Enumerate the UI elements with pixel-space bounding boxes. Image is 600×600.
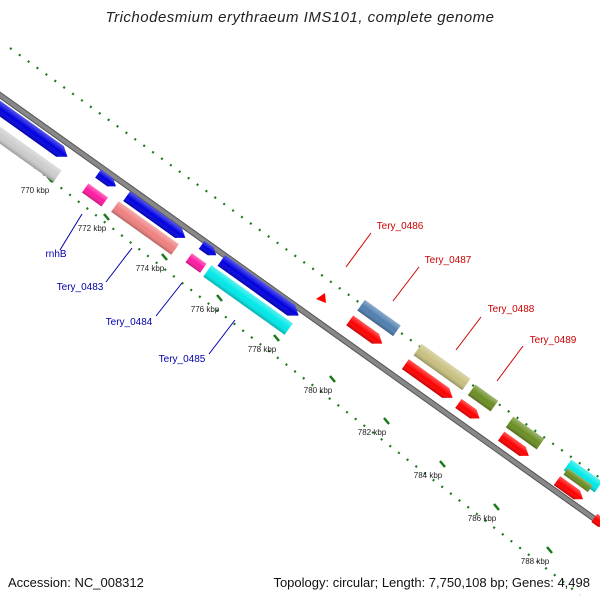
gene-bar-cyan bbox=[563, 459, 600, 493]
tick-label: 784 kbp bbox=[414, 471, 443, 480]
gene-arrow-red bbox=[455, 398, 480, 419]
gene-arrow-blue bbox=[123, 191, 186, 238]
tick-label: 780 kbp bbox=[304, 386, 333, 395]
gene-arrow-red bbox=[591, 513, 600, 527]
tick-mark bbox=[329, 375, 336, 383]
backbone-ring bbox=[0, 92, 600, 526]
genome-summary-text: Topology: circular; Length: 7,750,108 bp… bbox=[273, 575, 590, 590]
gene-arrow-red bbox=[346, 315, 383, 344]
tick-mark bbox=[383, 417, 390, 425]
leader-line bbox=[59, 213, 83, 251]
tick-label: 786 kbp bbox=[468, 514, 497, 523]
leader-line bbox=[208, 319, 236, 355]
gene-arrow-blue bbox=[95, 169, 116, 187]
feature-rings bbox=[0, 47, 600, 596]
gene-bar-olive bbox=[505, 416, 545, 450]
tick-label: 770 kbp bbox=[21, 186, 50, 195]
leader-line bbox=[455, 316, 482, 351]
gene-arrow-blue bbox=[198, 240, 217, 256]
leader-line bbox=[345, 232, 372, 268]
accession-text: Accession: NC_008312 bbox=[8, 575, 144, 590]
gene-bar-cyan bbox=[203, 265, 293, 335]
leader-line bbox=[496, 345, 524, 382]
leader-line bbox=[105, 247, 133, 283]
tick-label: 788 kbp bbox=[521, 557, 550, 566]
gene-bar-magenta bbox=[82, 183, 108, 207]
leader-line bbox=[155, 282, 183, 317]
gene-arrow-red bbox=[497, 431, 529, 456]
gene-bar-olive bbox=[467, 384, 499, 412]
tick-mark bbox=[439, 460, 446, 468]
gene-label[interactable]: Tery_0485 bbox=[159, 354, 206, 365]
gene-label[interactable]: Tery_0488 bbox=[488, 304, 535, 315]
gene-label[interactable]: Tery_0487 bbox=[425, 255, 472, 266]
inner-dotted-ring bbox=[0, 139, 581, 596]
outer-dotted-ring bbox=[9, 47, 600, 479]
gene-arrow-blue bbox=[0, 97, 68, 157]
gene-arrow-red bbox=[553, 476, 584, 500]
tick-label: 782 kbp bbox=[358, 428, 387, 437]
map-title: Trichodesmium erythraeum IMS101, complet… bbox=[106, 9, 495, 26]
gene-bar-steel bbox=[357, 299, 401, 337]
gene-arrow-red-small bbox=[316, 293, 326, 303]
tick-mark bbox=[103, 213, 110, 221]
gene-label[interactable]: Tery_0484 bbox=[106, 317, 153, 328]
gene-bar-grey bbox=[0, 124, 62, 182]
tick-mark bbox=[161, 253, 168, 261]
gene-label[interactable]: Tery_0489 bbox=[530, 335, 577, 346]
gene-arrow-red bbox=[401, 359, 453, 398]
gene-bar-magenta bbox=[185, 253, 207, 273]
leader-line bbox=[392, 266, 420, 302]
tick-marks: 770 kbp 772 kbp 774 kbp 776 kbp 778 kbp 780 k… bbox=[21, 175, 553, 566]
gene-bar-olive bbox=[563, 468, 593, 492]
tick-mark bbox=[546, 546, 553, 554]
tick-mark bbox=[273, 334, 280, 342]
gene-label[interactable]: rnhB bbox=[45, 249, 66, 260]
gene-label[interactable]: Tery_0483 bbox=[57, 282, 104, 293]
gene-label[interactable]: Tery_0486 bbox=[377, 221, 424, 232]
tick-label: 774 kbp bbox=[136, 264, 165, 273]
tick-label: 778 kbp bbox=[248, 345, 277, 354]
tick-label: 772 kbp bbox=[78, 224, 107, 233]
gene-bar-salmon bbox=[111, 201, 179, 255]
gene-bar-khaki bbox=[413, 343, 471, 391]
tick-mark bbox=[493, 503, 500, 511]
gene-features bbox=[0, 97, 600, 527]
gene-arrow-blue bbox=[217, 255, 299, 316]
tick-mark bbox=[216, 294, 223, 302]
tick-label: 776 kbp bbox=[191, 305, 220, 314]
